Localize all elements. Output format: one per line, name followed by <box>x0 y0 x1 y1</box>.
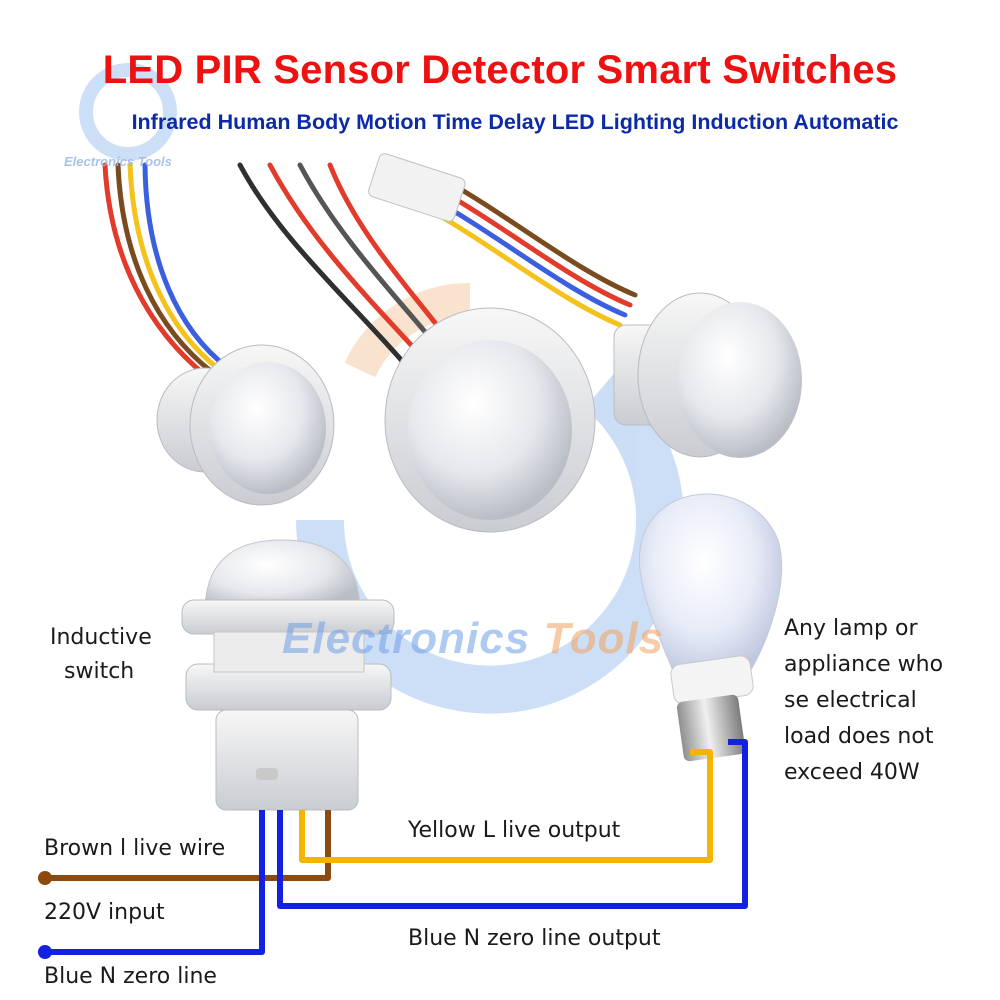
lamp-note-line-3: se electrical <box>784 688 917 713</box>
lamp-note-line-5: exceed 40W <box>784 760 920 785</box>
inductive-switch-label-line1: Inductive <box>50 625 152 650</box>
page-subtitle: Infrared Human Body Motion Time Delay LE… <box>131 110 899 134</box>
lamp-note-line-4: load does not <box>784 724 934 749</box>
input-voltage-label: 220V input <box>44 900 165 925</box>
center-sensor <box>384 307 596 533</box>
watermark-brand-small: Electronics Tools <box>64 154 172 169</box>
yellow-live-output-wire <box>299 749 713 863</box>
right-sensor <box>613 292 802 458</box>
lamp-bulb <box>639 493 783 762</box>
blue-zero-line-wire <box>45 810 265 955</box>
circuit-wires <box>45 739 748 955</box>
brown-wire-label: Brown l live wire <box>44 836 226 861</box>
left-sensor-wires <box>102 162 231 378</box>
left-sensor <box>156 344 335 506</box>
lamp-note-line-2: appliance who <box>784 652 944 677</box>
watermark-logo-small <box>79 63 177 161</box>
wire-connector <box>368 153 466 222</box>
yellow-output-label: Yellow L live output <box>408 818 621 843</box>
inductive-switch-device <box>181 539 395 811</box>
brown-live-wire <box>45 810 331 881</box>
blue-zero-line-output-wire <box>277 739 748 909</box>
lamp-note-line-1: Any lamp or <box>784 616 918 641</box>
blue-output-label: Blue N zero line output <box>408 926 661 951</box>
watermark-word-2: Tools <box>543 614 665 663</box>
blue-zero-line-label: Blue N zero line <box>44 964 217 989</box>
watermark-word-1: Electronics <box>282 614 531 663</box>
page-title: LED PIR Sensor Detector Smart Switches <box>102 48 898 92</box>
wire-terminals <box>38 871 52 959</box>
inductive-switch-label-line2: switch <box>64 659 135 684</box>
right-sensor-wires <box>427 177 638 328</box>
watermark-brand: Electronics Tools <box>282 614 664 664</box>
